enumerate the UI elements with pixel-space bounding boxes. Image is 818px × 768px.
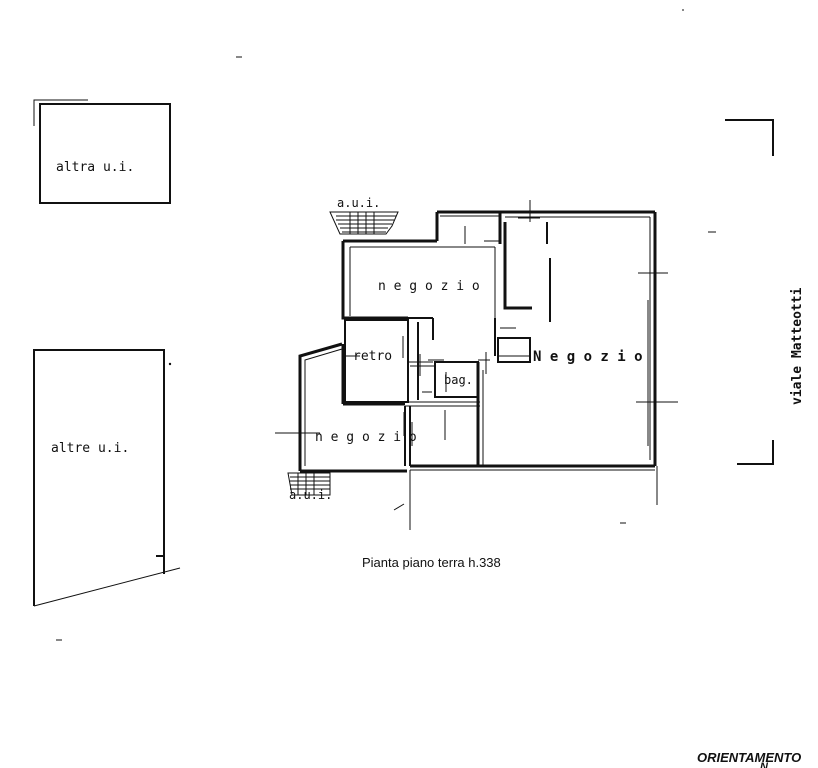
neighbour-unit-top-label: altra u.i. — [56, 160, 134, 175]
staircase-top: a.u.i. — [329, 196, 399, 235]
orientation-marker: ORIENTAMENTO N — [697, 750, 801, 768]
plan-caption: Pianta piano terra h.338 — [362, 555, 501, 570]
orientation-label: ORIENTAMENTO — [697, 750, 801, 765]
room-label-bag: bag. — [444, 373, 473, 387]
room-label-retro: retro — [353, 349, 392, 364]
neighbour-unit-bottom: altre u.i. — [33, 349, 181, 607]
neighbour-unit-bottom-label: altre u.i. — [51, 441, 129, 456]
staircase-bottom-label: a.u.i. — [289, 488, 332, 502]
staircase-top-label: a.u.i. — [337, 196, 380, 210]
street-bracket: viale Matteotti — [725, 119, 805, 465]
staircase-bottom: a.u.i. — [287, 472, 332, 502]
building-outline — [275, 200, 678, 530]
room-label-negozio-top: n e g o z i o — [378, 279, 480, 294]
north-label: N — [760, 761, 769, 768]
street-label: viale Matteotti — [790, 287, 805, 405]
room-label-negozio-big: N e g o z i o — [533, 349, 643, 365]
room-label-negozio-bottom: n e g o z i o — [315, 430, 417, 445]
neighbour-unit-top: altra u.i. — [33, 99, 171, 204]
